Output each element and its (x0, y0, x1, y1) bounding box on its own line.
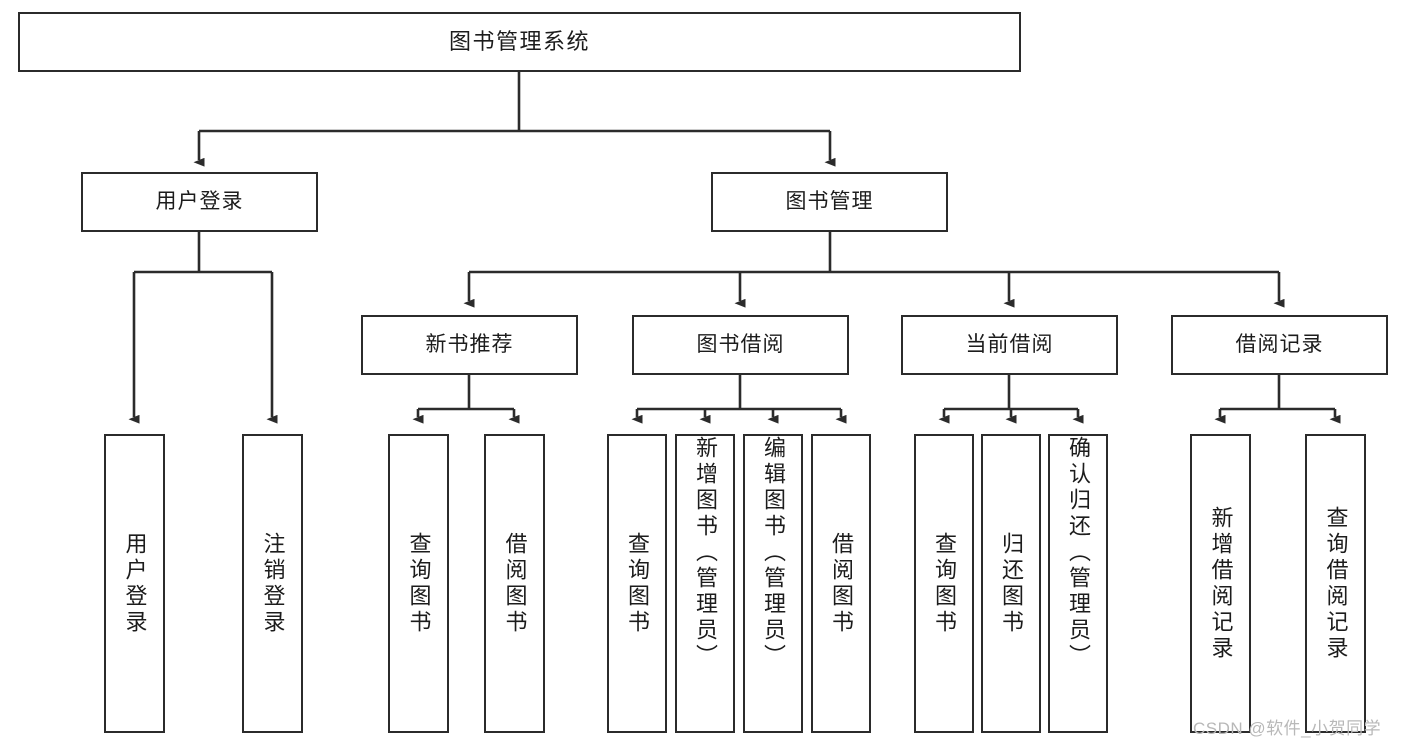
node-new-book-recommend[interactable]: 新书推荐 (361, 315, 578, 375)
node-label: 确认归还（管理员） (1066, 436, 1091, 670)
csdn-watermark: CSDN @软件_小贺同学 (1193, 719, 1382, 738)
node-label: 编辑图书（管理员） (761, 436, 786, 670)
node-book-management[interactable]: 图书管理 (711, 172, 948, 232)
node-label: 查询借阅记录 (1323, 505, 1349, 662)
leaf-add-borrow-record[interactable]: 新增借阅记录 (1190, 434, 1251, 733)
leaf-return-book[interactable]: 归还图书 (981, 434, 1041, 733)
leaf-confirm-return-admin[interactable]: 确认归还（管理员） (1048, 434, 1108, 733)
node-label: 新增图书（管理员） (693, 436, 718, 670)
node-label: 新增借阅记录 (1208, 505, 1234, 662)
node-label: 归还图书 (999, 531, 1024, 636)
leaf-borrow-book-newbook[interactable]: 借阅图书 (484, 434, 545, 733)
node-label: 新书推荐 (425, 333, 514, 357)
node-label: 图书借阅 (696, 333, 785, 357)
node-label: 注销登录 (260, 531, 286, 636)
node-label: 当前借阅 (965, 333, 1054, 357)
node-label: 图书管理 (785, 190, 874, 214)
node-label: 查询图书 (932, 531, 957, 636)
leaf-query-borrow-record[interactable]: 查询借阅记录 (1305, 434, 1366, 733)
node-label: 用户登录 (122, 531, 148, 636)
node-label: 查询图书 (406, 531, 432, 636)
leaf-query-book-newbook[interactable]: 查询图书 (388, 434, 449, 733)
node-root-system[interactable]: 图书管理系统 (18, 12, 1021, 72)
node-borrow-record[interactable]: 借阅记录 (1171, 315, 1388, 375)
leaf-logout[interactable]: 注销登录 (242, 434, 303, 733)
leaf-query-book-current[interactable]: 查询图书 (914, 434, 974, 733)
node-label: 查询图书 (625, 531, 650, 636)
leaf-edit-book-admin[interactable]: 编辑图书（管理员） (743, 434, 803, 733)
node-user-login[interactable]: 用户登录 (81, 172, 318, 232)
node-current-borrow[interactable]: 当前借阅 (901, 315, 1118, 375)
node-label: 借阅记录 (1235, 333, 1324, 357)
node-label: 用户登录 (155, 190, 244, 214)
leaf-query-book-borrow[interactable]: 查询图书 (607, 434, 667, 733)
leaf-borrow-book[interactable]: 借阅图书 (811, 434, 871, 733)
leaf-user-login[interactable]: 用户登录 (104, 434, 165, 733)
node-label: 借阅图书 (502, 531, 528, 636)
node-label: 借阅图书 (829, 531, 854, 636)
node-label: 图书管理系统 (448, 29, 590, 55)
node-book-borrow[interactable]: 图书借阅 (632, 315, 849, 375)
leaf-add-book-admin[interactable]: 新增图书（管理员） (675, 434, 735, 733)
